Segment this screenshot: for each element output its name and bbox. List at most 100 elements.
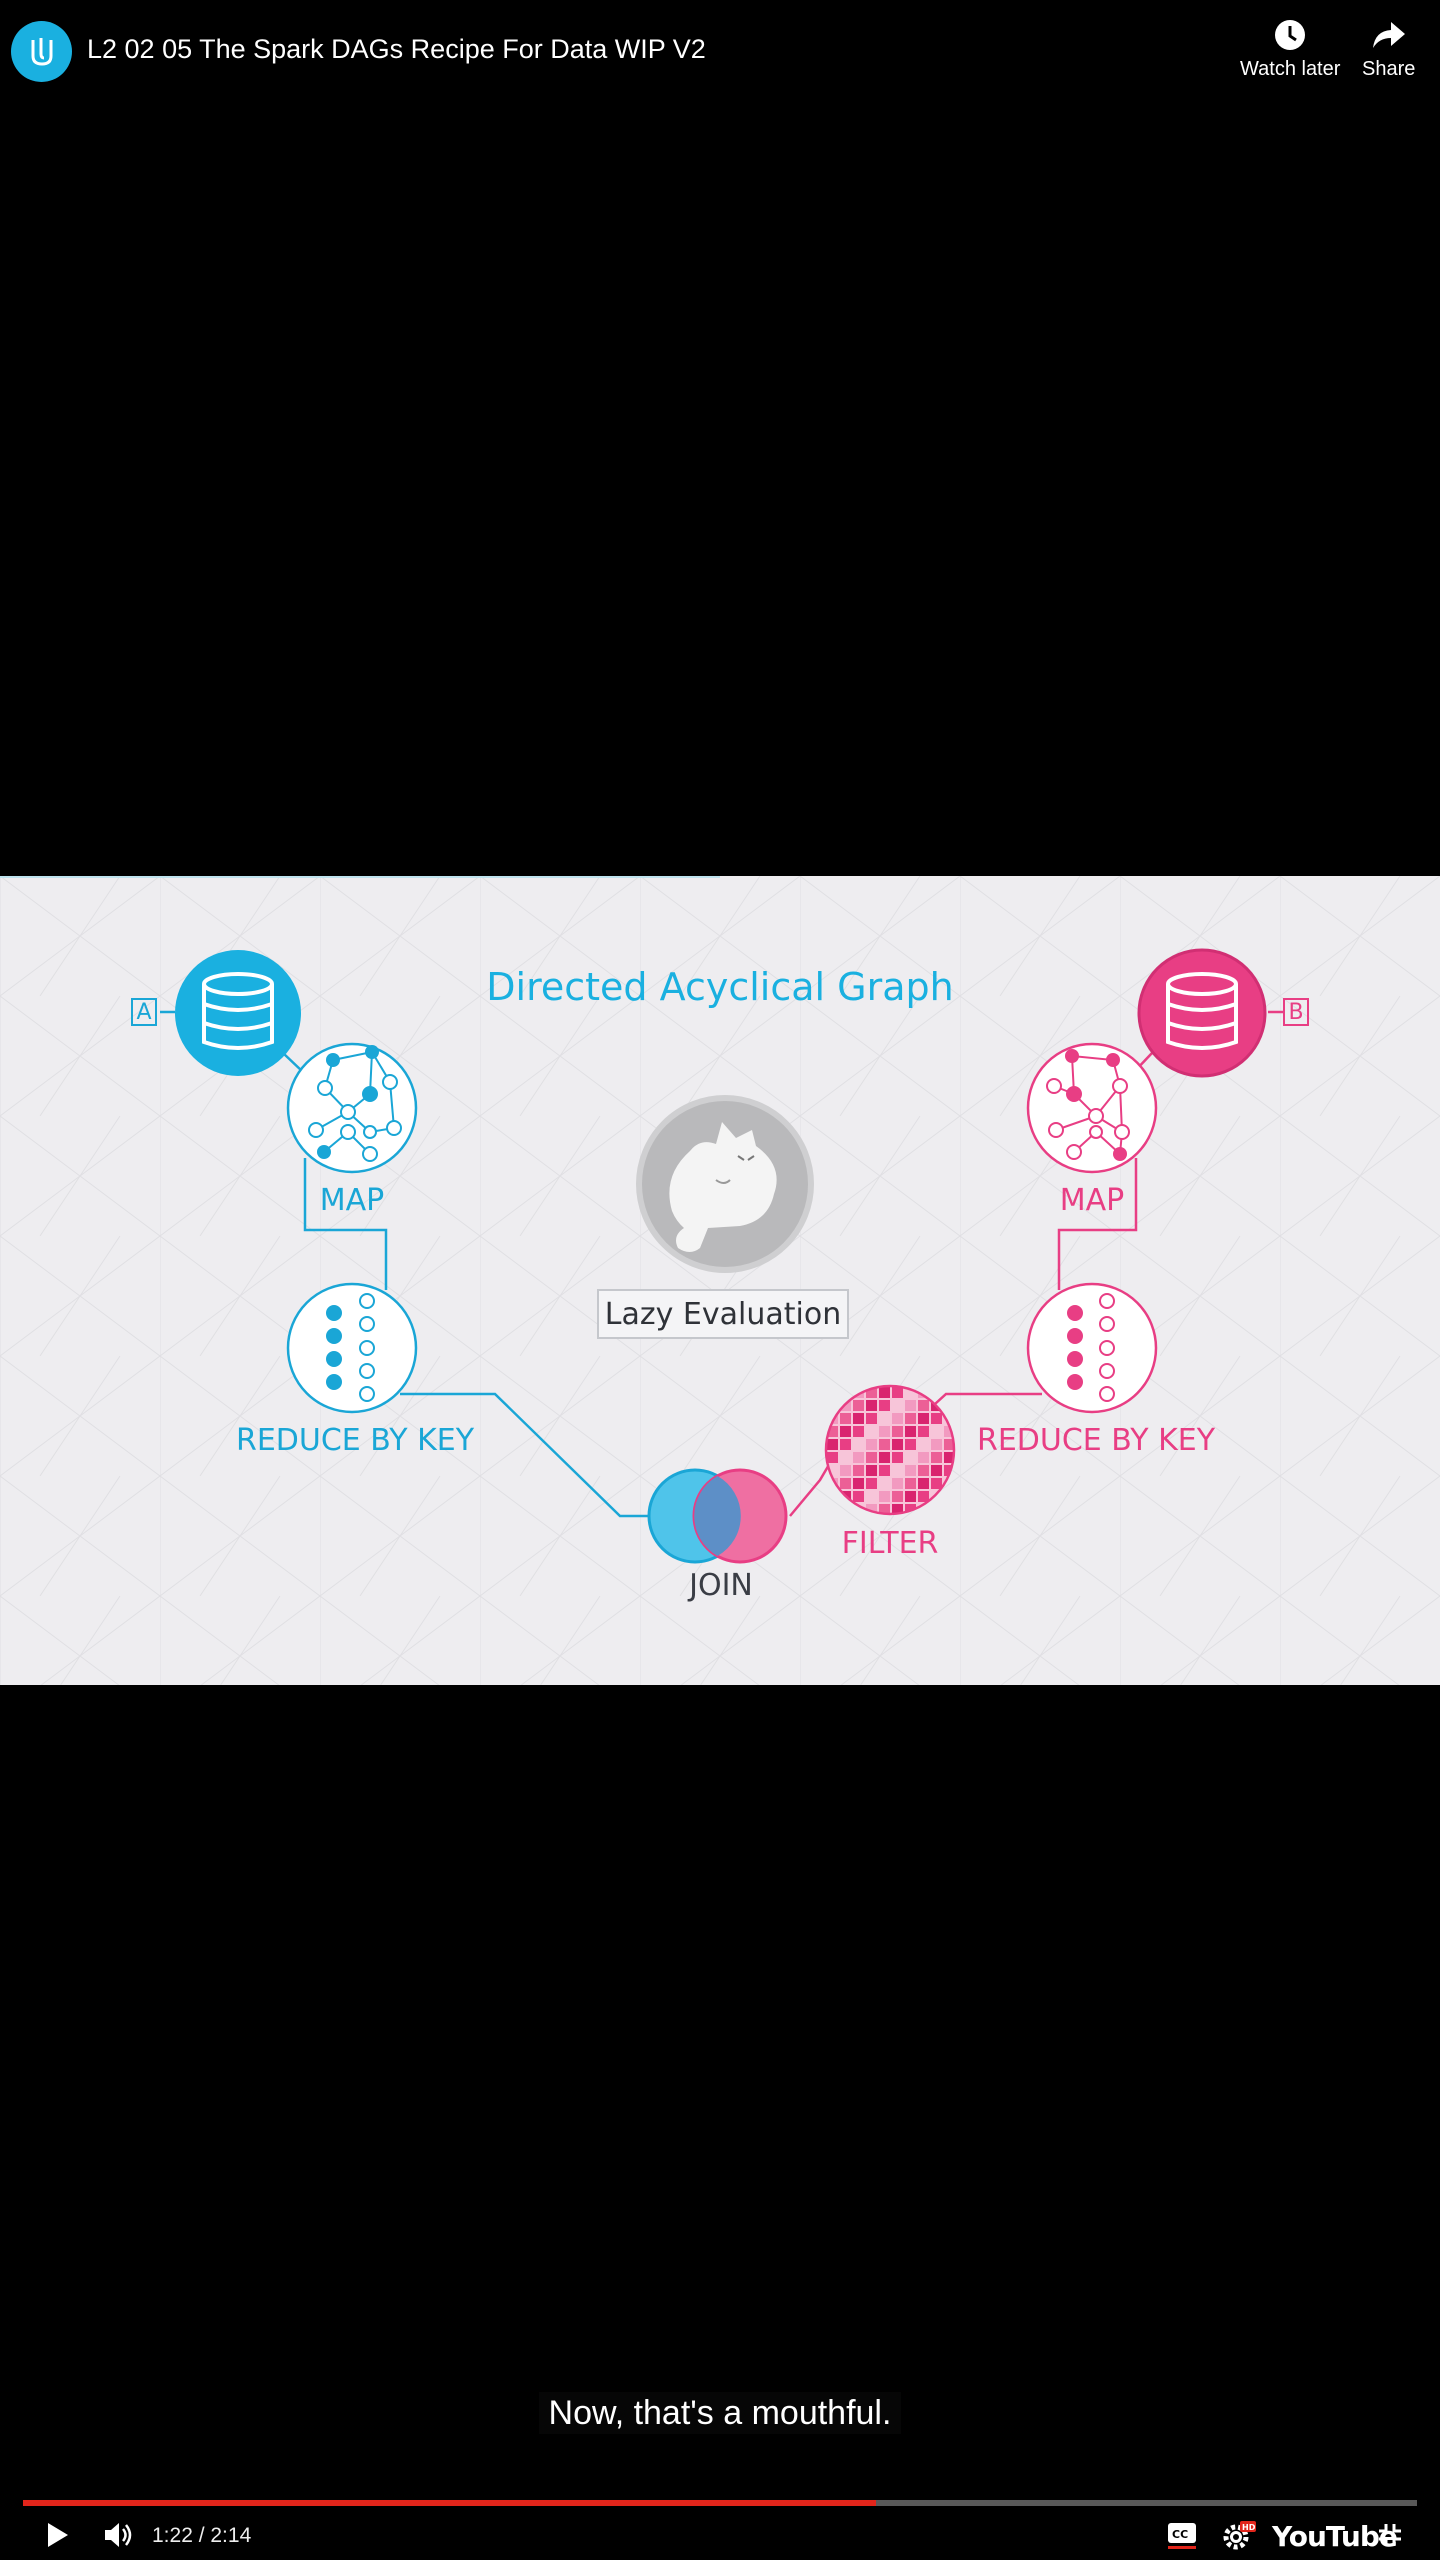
hd-badge: HD: [1242, 2523, 1256, 2532]
filter-cell: [905, 1387, 916, 1398]
mute-button[interactable]: [96, 2510, 142, 2560]
filter-cell: [866, 1439, 877, 1450]
watch-later-button[interactable]: Watch later: [1240, 18, 1340, 81]
slide-graphic: [0, 876, 1440, 1685]
filter-cell: [827, 1452, 838, 1463]
filter-cell: [944, 1452, 954, 1463]
play-button[interactable]: [36, 2510, 80, 2560]
filter-cell: [866, 1413, 877, 1424]
filter-grid-icon: [824, 1384, 956, 1516]
filter-cell: [866, 1504, 877, 1514]
filter-cell: [905, 1452, 916, 1463]
join-label: JOIN: [689, 1568, 753, 1603]
filter-cell: [944, 1439, 954, 1450]
filter-cell: [879, 1439, 890, 1450]
filter-cell: [840, 1465, 851, 1476]
exit-fullscreen-button[interactable]: [1370, 2510, 1410, 2560]
filter-cell: [905, 1491, 916, 1502]
captions-button[interactable]: CC: [1162, 2510, 1202, 2560]
reduce-right-label: REDUCE BY KEY: [976, 1423, 1216, 1458]
filter-cell: [892, 1413, 903, 1424]
filter-cell: [853, 1400, 864, 1411]
volume-icon: [105, 2523, 132, 2547]
player-top-bar: L2 02 05 The Spark DAGs Recipe For Data …: [0, 0, 1440, 110]
video-frame[interactable]: A B MAP MAP REDUCE BY KEY REDUCE BY KEY …: [0, 876, 1440, 1685]
time-display: 1:22 / 2:14: [152, 2524, 252, 2547]
clock-icon: [1275, 20, 1306, 50]
filter-cell: [892, 1504, 903, 1514]
filter-cell: [879, 1426, 890, 1437]
database-a-icon: [175, 950, 301, 1076]
filter-cell: [827, 1426, 838, 1437]
filter-cell: [879, 1504, 890, 1514]
filter-cell: [944, 1465, 954, 1476]
filter-cell: [879, 1387, 890, 1398]
filter-cell: [866, 1426, 877, 1437]
filter-cell: [918, 1491, 929, 1502]
filter-cell: [905, 1478, 916, 1489]
filter-cell: [879, 1452, 890, 1463]
filter-cell: [853, 1426, 864, 1437]
lazy-evaluation-box: Lazy Evaluation: [597, 1289, 849, 1339]
filter-cell: [892, 1478, 903, 1489]
filter-cell: [866, 1387, 877, 1398]
video-title[interactable]: L2 02 05 The Spark DAGs Recipe For Data …: [87, 34, 706, 64]
play-icon: [48, 2523, 68, 2547]
map-right-graph-icon: [1026, 1042, 1158, 1174]
settings-gear-icon: HD: [1223, 2521, 1256, 2550]
filter-cell: [866, 1452, 877, 1463]
filter-cell: [918, 1426, 929, 1437]
filter-cell: [892, 1465, 903, 1476]
share-button[interactable]: Share: [1362, 18, 1415, 81]
progress-bar[interactable]: [23, 2500, 1417, 2506]
database-b-icon: [1137, 948, 1267, 1078]
filter-cell: [853, 1439, 864, 1450]
filter-cell: [931, 1439, 942, 1450]
settings-button[interactable]: HD: [1218, 2510, 1262, 2560]
filter-cell: [840, 1413, 851, 1424]
exit-fullscreen-icon: [1379, 2524, 1401, 2546]
slide-title: Directed Acyclical Graph: [486, 965, 954, 1009]
player-controls: 1:22 / 2:14 CC HD YouTube: [0, 2510, 1440, 2560]
share-label: Share: [1362, 58, 1416, 80]
filter-cell: [866, 1400, 877, 1411]
filter-cell: [905, 1465, 916, 1476]
buffer-indicator: [0, 876, 720, 878]
filter-cell: [879, 1478, 890, 1489]
svg-text:CC: CC: [1172, 2528, 1188, 2541]
filter-cell: [892, 1452, 903, 1463]
filter-cell: [905, 1426, 916, 1437]
dataset-b-tag: B: [1283, 998, 1309, 1026]
filter-cell: [905, 1413, 916, 1424]
filter-cell: [905, 1400, 916, 1411]
filter-cell: [918, 1465, 929, 1476]
filter-cell: [892, 1400, 903, 1411]
map-right-label: MAP: [1059, 1183, 1125, 1218]
filter-cell: [892, 1387, 903, 1398]
filter-cell: [853, 1413, 864, 1424]
reduce-left-list-icon: [286, 1282, 418, 1414]
youtube-logo[interactable]: YouTube: [1272, 2520, 1398, 2553]
filter-cell: [827, 1439, 838, 1450]
channel-avatar[interactable]: [11, 21, 72, 82]
filter-cell: [944, 1426, 954, 1437]
filter-cell: [840, 1478, 851, 1489]
filter-label: FILTER: [841, 1526, 939, 1561]
progress-played: [23, 2500, 877, 2506]
filter-cell: [853, 1478, 864, 1489]
reduce-right-list-icon: [1026, 1282, 1158, 1414]
map-left-graph-icon: [286, 1042, 418, 1174]
filter-cell: [866, 1491, 877, 1502]
filter-cell: [931, 1413, 942, 1424]
filter-cell: [892, 1426, 903, 1437]
filter-cell: [827, 1465, 838, 1476]
filter-cell: [840, 1439, 851, 1450]
subtitle-caption: Now, that's a mouthful.: [0, 2392, 1440, 2434]
filter-cell: [879, 1400, 890, 1411]
filter-cell: [931, 1452, 942, 1463]
reduce-left-label: REDUCE BY KEY: [235, 1423, 475, 1458]
venn-join-icon: [647, 1468, 788, 1564]
filter-cell: [918, 1439, 929, 1450]
filter-cell: [918, 1413, 929, 1424]
udacity-logo-icon: [31, 37, 52, 66]
